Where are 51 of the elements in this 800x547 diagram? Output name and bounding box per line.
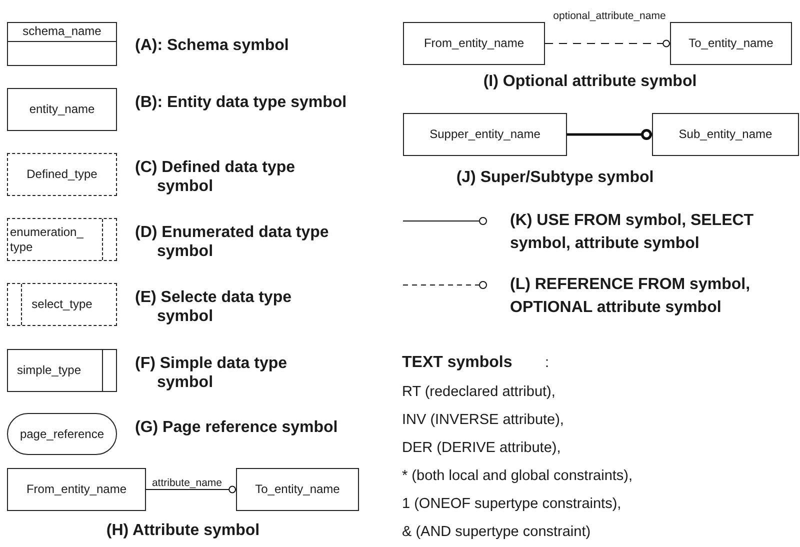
text-line: DER (DERIVE attribute), (402, 439, 561, 457)
symbol-box (7, 468, 146, 511)
text-line: & (AND supertype constraint) (402, 523, 591, 541)
symbol-box (652, 113, 799, 156)
node-label: page_reference (20, 426, 104, 442)
symbol-box (7, 218, 117, 261)
symbol-caption: (C) Defined data type symbol (135, 158, 296, 196)
text-line: INV (INVERSE attribute), (402, 411, 564, 429)
node-label: simple_type (17, 363, 82, 378)
node-label: Supper_entity_name (430, 127, 540, 142)
edge-label: attribute_name (150, 476, 224, 488)
edge-label: optional_attribute_name (552, 10, 667, 22)
symbol-box (7, 283, 117, 326)
symbol-caption: (D) Enumerated data type symbol (135, 223, 330, 261)
symbol-caption: (F) Simple data type symbol (135, 354, 288, 392)
node-label: enumeration_ type (9, 224, 84, 254)
node-label: schema_name (22, 24, 102, 39)
connector (567, 129, 652, 140)
caption: (J) Super/Subtype symbol (456, 169, 654, 187)
text-line: * (both local and global constraints), (402, 467, 633, 485)
node-label: entity_name (29, 102, 95, 117)
symbol-box (7, 88, 117, 131)
symbol-caption: (E) Selecte data type symbol (135, 288, 292, 326)
node-label: From_entity_name (26, 482, 127, 497)
symbol-box (403, 22, 545, 65)
node-label: From_entity_name (424, 36, 524, 51)
symbol-caption: (B): Entity data type symbol (135, 93, 347, 112)
symbol-box (403, 113, 567, 156)
node-label: To_entity_name (688, 36, 774, 51)
text-line: RT (redeclared attribut), (402, 383, 556, 401)
connector (544, 40, 670, 48)
symbol-box (7, 22, 117, 66)
caption: TEXT symbols (402, 354, 512, 372)
symbol-box (236, 468, 359, 511)
page-reference-pill (7, 413, 117, 455)
node-label: To_entity_name (255, 482, 340, 497)
caption: (I) Optional attribute symbol (483, 73, 697, 91)
legend-text: (K) USE FROM symbol, SELECT symbol, attribute symbol (510, 211, 755, 254)
symbol-caption: (A): Schema symbol (135, 36, 290, 55)
node-label: select_type (32, 297, 92, 312)
node-label: Sub_entity_name (678, 127, 772, 142)
text-line: : (545, 354, 550, 372)
symbol-box (670, 22, 792, 65)
symbol-box (7, 153, 117, 196)
legend-text: (L) REFERENCE FROM symbol, OPTIONAL attribute symbol (510, 275, 752, 318)
symbol-caption: (G) Page reference symbol (135, 418, 339, 437)
symbol-box (7, 349, 117, 392)
caption: (H) Attribute symbol (106, 522, 260, 540)
connector (146, 486, 236, 494)
node-label: Defined_type (26, 167, 98, 182)
text-line: 1 (ONEOF supertype constraints), (402, 495, 622, 513)
